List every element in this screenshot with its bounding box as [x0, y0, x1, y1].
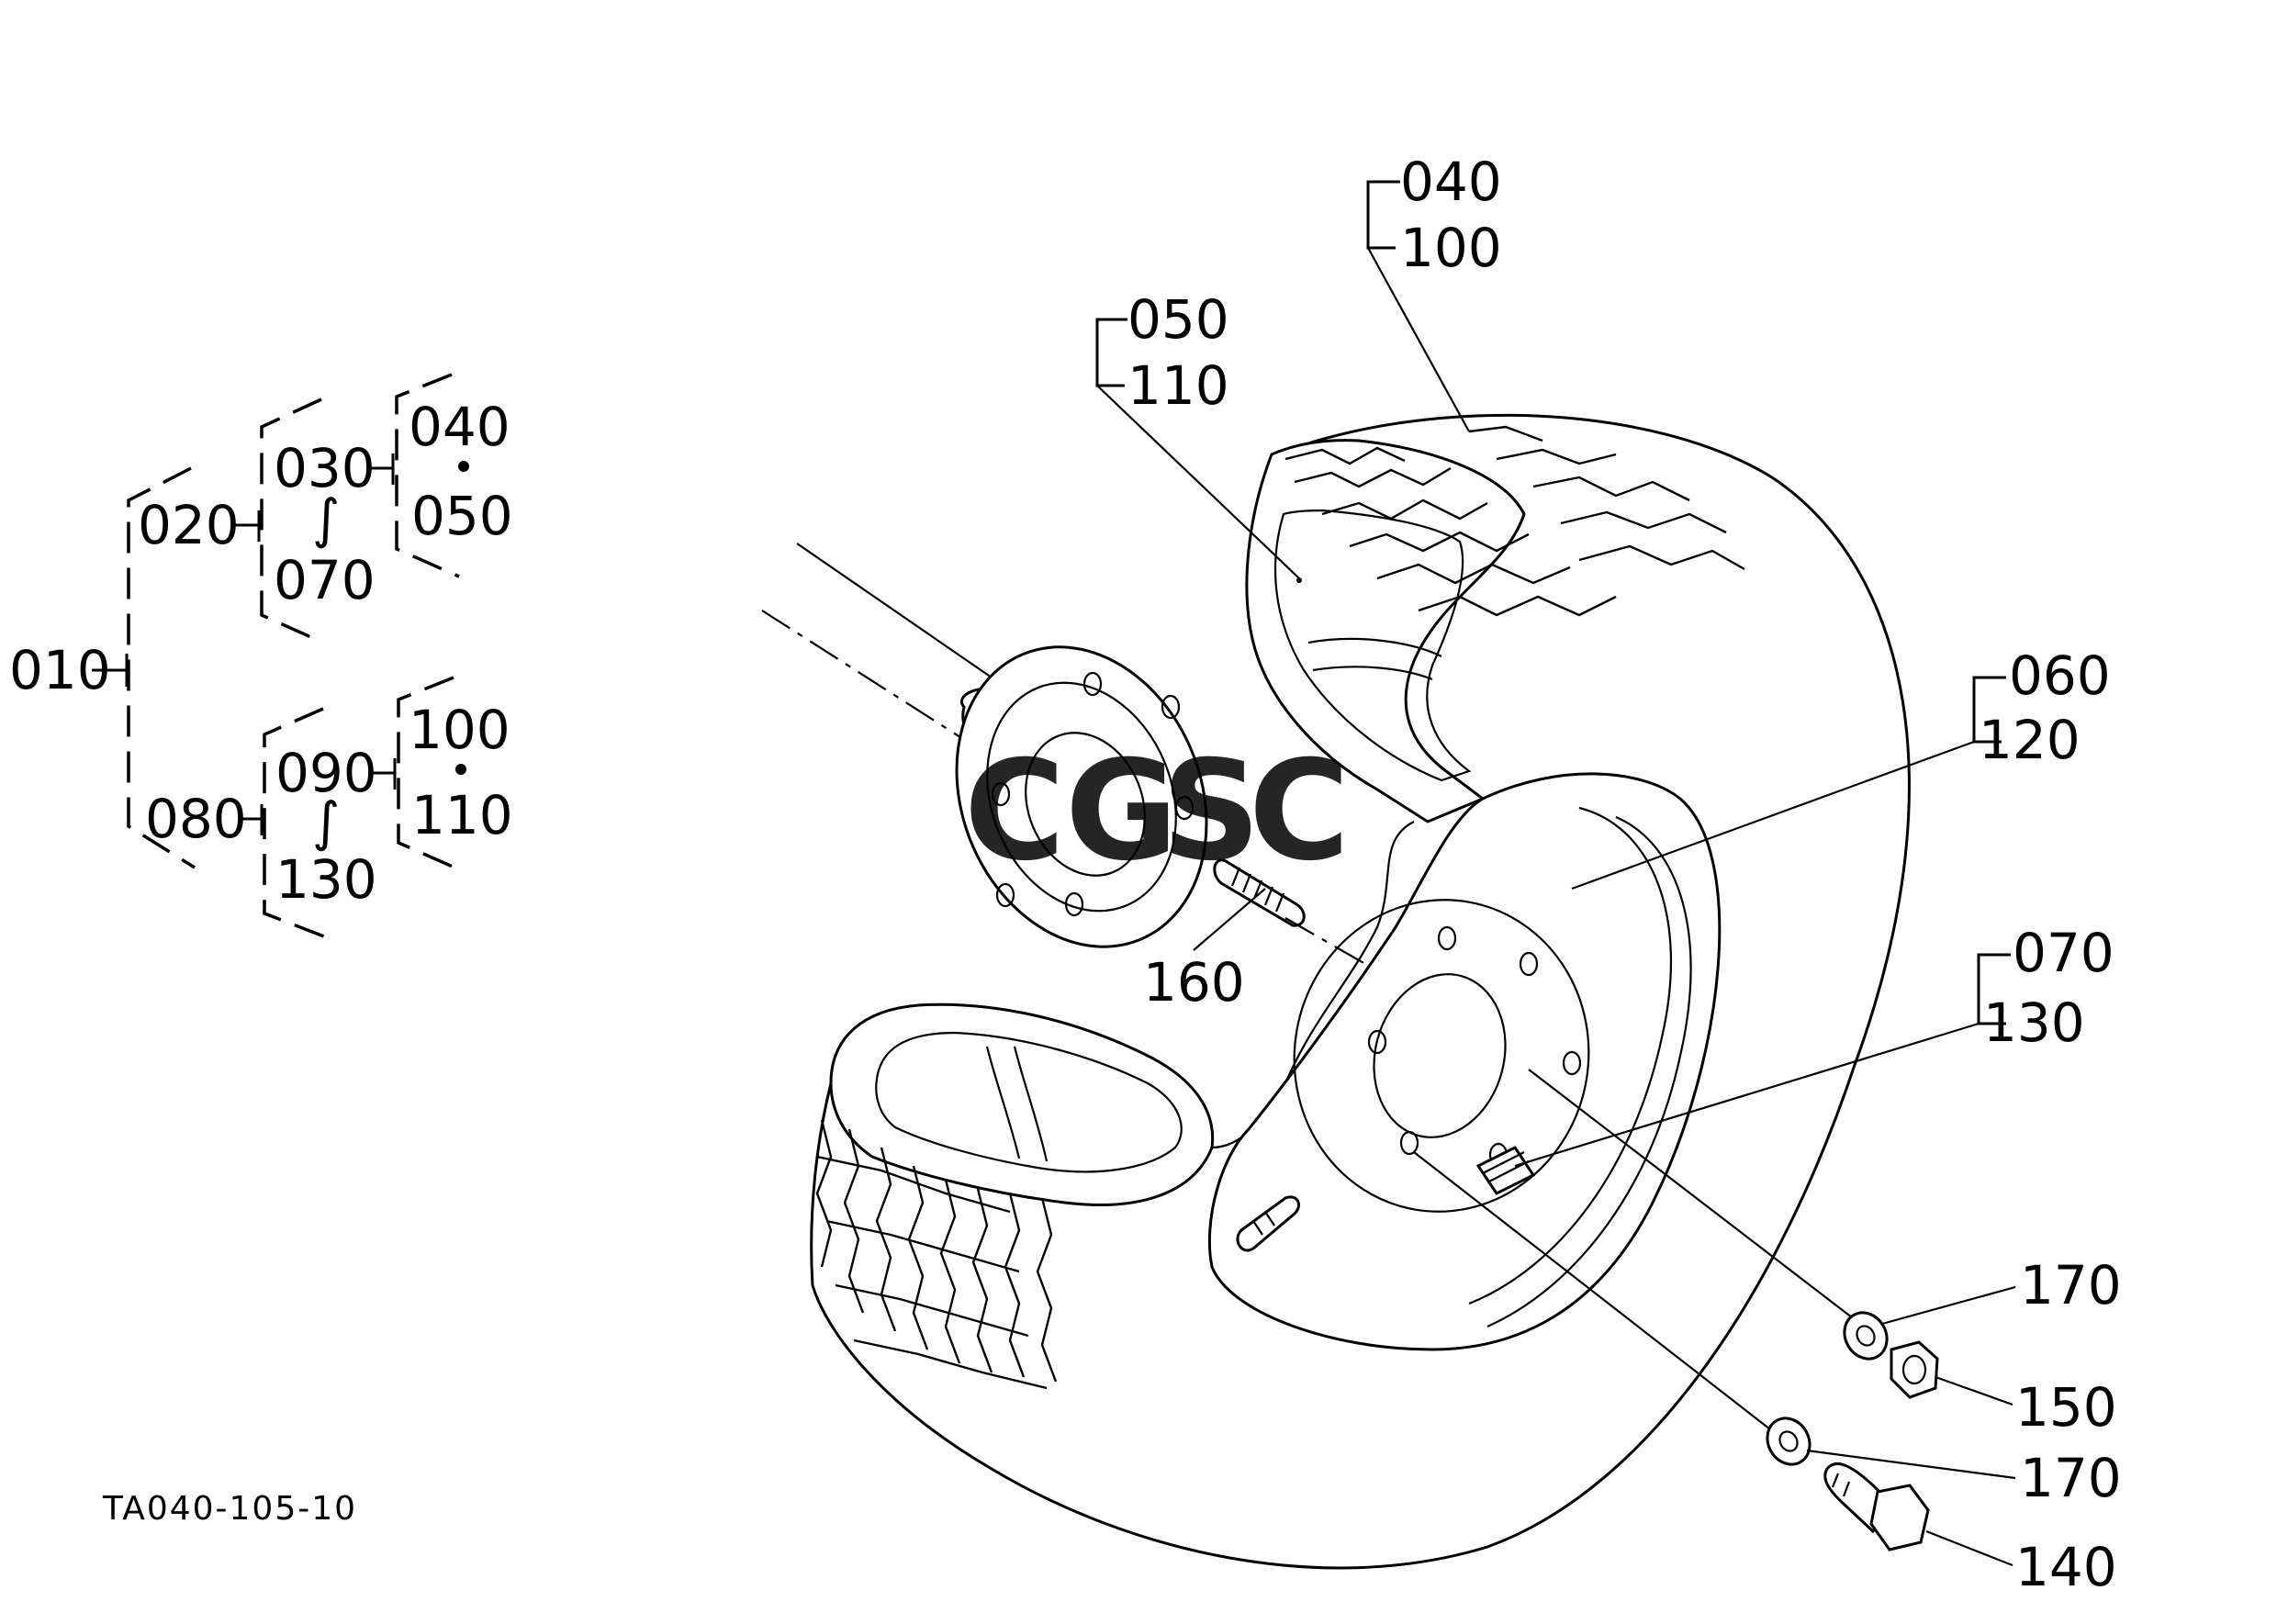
callout-040: 040: [1400, 151, 1502, 213]
tread-pattern-lower: [815, 1119, 1058, 1390]
callout-120: 120: [1979, 709, 2081, 771]
callout-170-upper: 170: [2020, 1254, 2122, 1316]
tree-bracket-010: [127, 466, 196, 869]
tree-node-030: 030: [274, 437, 376, 499]
lock-washer-170-lower: [1766, 1417, 1812, 1466]
watermark-letter: C: [1249, 732, 1350, 891]
tree-range-symbol: ∫: [312, 487, 340, 550]
tire-inner-cavity-lower: [875, 1031, 1183, 1173]
drawing-reference-code: TA040-105-10: [102, 1490, 357, 1528]
lock-washer-170-upper: [1843, 1311, 1889, 1361]
callout-070: 070: [2013, 922, 2114, 984]
valve-stem: [1236, 1195, 1300, 1252]
tree-node-130: 130: [275, 848, 377, 911]
tree-node-090: 090: [275, 742, 377, 804]
tree-node-040: 040: [409, 396, 510, 458]
fasteners: [1413, 1069, 1939, 1551]
tread-pattern-upper: [1284, 425, 1745, 617]
callout-100: 100: [1400, 217, 1502, 279]
parts-hierarchy-tree: 010 020 030 ∫ 070 040 050 080 090 ∫ 130 …: [9, 373, 513, 940]
tree-node-100: 100: [409, 699, 510, 761]
tire-040-100: [810, 413, 1911, 1570]
callout-130: 130: [1983, 991, 2085, 1054]
callout-150: 150: [2015, 1376, 2117, 1439]
hex-bolt-140: [1823, 1462, 1930, 1551]
watermark-letter: C: [964, 732, 1065, 891]
callout-170-lower: 170: [2020, 1447, 2122, 1509]
callout-050: 050: [1127, 288, 1229, 351]
cgsc-watermark: C G S C: [964, 732, 1350, 891]
watermark-letter: S: [1161, 732, 1261, 891]
callout-140: 140: [2015, 1536, 2117, 1598]
wheel-rim-060-120: [1207, 772, 1722, 1351]
tree-bracket-090: [397, 676, 462, 872]
rim-label-plate: [1475, 1146, 1536, 1195]
callout-060: 060: [2009, 644, 2111, 707]
tree-node-080: 080: [145, 788, 247, 850]
tree-range-symbol-2: ∫: [312, 790, 340, 853]
hex-nut-150: [1890, 1340, 1939, 1399]
tree-bracket-020: [260, 398, 324, 644]
tree-node-020: 020: [138, 494, 240, 556]
callout-110: 110: [1127, 354, 1229, 417]
watermark-letter: G: [1065, 732, 1178, 891]
hub-flange: [955, 645, 1208, 948]
tree-node-110: 110: [411, 784, 513, 846]
callout-160: 160: [1143, 951, 1245, 1014]
tree-node-050: 050: [411, 485, 513, 547]
rim-center-bore: [1373, 973, 1507, 1138]
callout-labels: 040 100 050 110 060 120 070 130 160 170 …: [1095, 151, 2122, 1598]
tree-node-070: 070: [274, 549, 376, 611]
tree-bracket-030: [395, 373, 460, 578]
tree-bracket-080: [263, 707, 330, 940]
tire-inner-cavity-upper: [1273, 509, 1472, 782]
